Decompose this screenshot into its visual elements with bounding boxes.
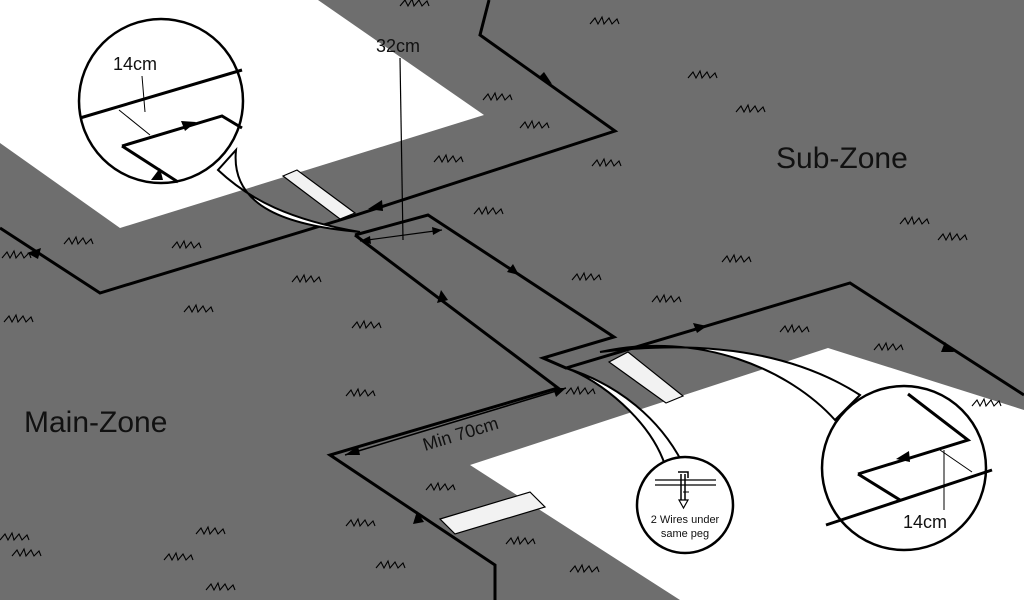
sub-zone-label: Sub-Zone xyxy=(776,142,908,175)
direction-arrows xyxy=(27,72,954,524)
main-zone-wire xyxy=(0,0,619,295)
grass-icon xyxy=(651,293,682,304)
callout-tail-left xyxy=(216,147,361,233)
grass-icon xyxy=(473,205,504,216)
arrowhead-icon xyxy=(896,451,910,462)
grass-icon xyxy=(433,153,464,164)
magnifier-peg: 2 Wires under same peg xyxy=(635,455,735,555)
grass-icon xyxy=(779,323,810,334)
dimension-32cm: 32cm xyxy=(359,36,443,244)
grass-icon xyxy=(482,91,513,102)
distance-top-label: 32cm xyxy=(376,36,420,56)
arrowhead-icon xyxy=(437,290,448,303)
grass-icon xyxy=(345,387,376,398)
grass-icon xyxy=(519,119,550,130)
arrowhead-icon xyxy=(941,342,954,352)
grass-icon xyxy=(399,0,430,8)
grass-icon xyxy=(735,103,766,114)
grass-icon xyxy=(505,535,536,546)
grass-icon xyxy=(163,551,194,562)
main-zone-label: Main-Zone xyxy=(24,406,167,439)
grass-tufts xyxy=(0,0,1002,592)
grass-icon xyxy=(0,531,30,542)
arrowhead-icon xyxy=(413,511,424,524)
grass-icon xyxy=(971,397,1002,408)
grass-icon xyxy=(721,253,752,264)
offset-left-label: 14cm xyxy=(113,54,157,74)
arrowhead-icon xyxy=(151,168,163,180)
grass-icon xyxy=(565,385,596,396)
grass-icon xyxy=(171,239,202,250)
grass-icon xyxy=(1,249,32,260)
grass-icon xyxy=(195,525,226,536)
grass-icon xyxy=(873,341,904,352)
grass-icon xyxy=(687,69,718,80)
arrowhead-icon xyxy=(538,72,552,84)
arrowhead-icon xyxy=(693,323,707,333)
grass-icon xyxy=(591,157,622,168)
grass-icon xyxy=(937,231,968,242)
grass-icon xyxy=(589,15,620,26)
grass-icon xyxy=(63,235,94,246)
grass-icon xyxy=(345,517,376,528)
arrowhead-icon xyxy=(181,121,196,131)
peg-note-line2: same peg xyxy=(661,528,709,540)
arrowhead-icon xyxy=(368,200,383,211)
grass-icon xyxy=(425,481,456,492)
sub-zone-wire xyxy=(354,213,1024,397)
grass-icon xyxy=(375,559,406,570)
grass-icon xyxy=(291,273,322,284)
magnifier-left: 14cm xyxy=(77,17,245,185)
grass-icon xyxy=(11,547,42,558)
main-zone-wire-lower xyxy=(326,233,562,600)
grass-icon xyxy=(205,581,236,592)
grass-icon xyxy=(569,563,600,574)
passage-strip-top xyxy=(281,169,357,220)
grass-icon xyxy=(571,271,602,282)
passage-strip-bottom xyxy=(438,491,547,535)
grass-icon xyxy=(3,313,34,324)
offset-right-label: 14cm xyxy=(903,512,947,532)
grass-icon xyxy=(183,303,214,314)
grass-icon xyxy=(351,319,382,330)
magnifier-right: 14cm xyxy=(820,384,993,552)
peg-note-line1: 2 Wires under xyxy=(651,514,720,526)
peg-icon xyxy=(677,471,690,510)
arrowhead-icon xyxy=(507,264,519,275)
passage-strip-middle xyxy=(607,351,685,404)
arrowhead-icon xyxy=(27,248,41,259)
grass-icon xyxy=(899,215,930,226)
